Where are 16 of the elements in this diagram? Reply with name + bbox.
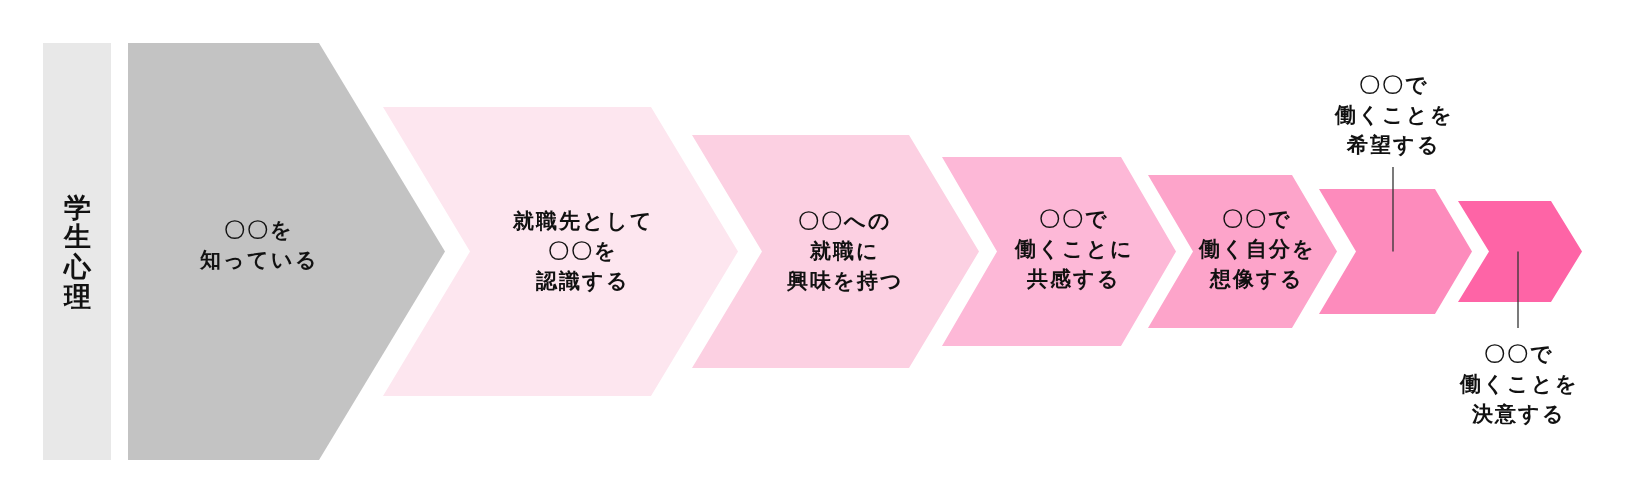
step-label: 〇〇で働く自分を想像する xyxy=(1197,206,1316,293)
callout-text: 〇〇で働くことを希望する xyxy=(1332,70,1454,160)
chevron-step xyxy=(692,135,979,368)
chevron-step xyxy=(1458,201,1582,302)
chevron-step xyxy=(1319,189,1472,314)
chevron-step xyxy=(942,157,1176,346)
band-label: 学生心理 xyxy=(63,192,91,311)
step-label: 就職先として〇〇を認識する xyxy=(511,208,654,295)
chevron-step xyxy=(128,43,445,460)
chevron-step xyxy=(1148,175,1337,328)
step-label: 〇〇で働くことに共感する xyxy=(1013,206,1134,293)
callout-text: 〇〇で働くことを決意する xyxy=(1457,339,1579,429)
step-label: 〇〇を知っている xyxy=(198,217,319,274)
leader-line xyxy=(1517,250,1519,329)
chevron-step xyxy=(383,107,738,396)
step-label: 〇〇への就職に興味を持つ xyxy=(785,208,904,295)
